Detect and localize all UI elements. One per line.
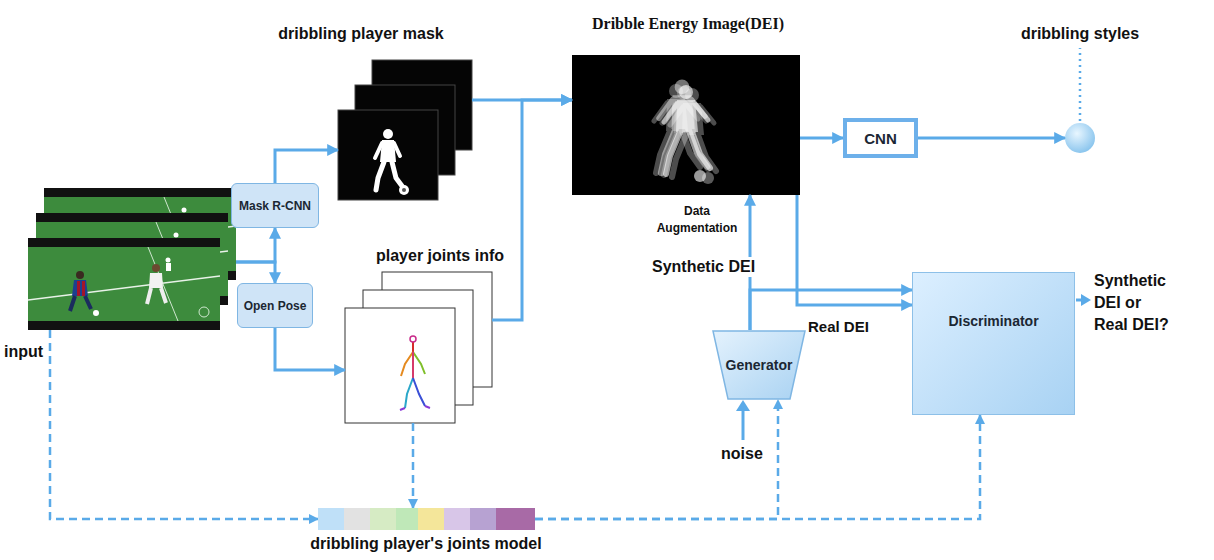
- mask-frames-part-part: [383, 129, 393, 139]
- annotation-label: noise: [721, 444, 763, 464]
- node-text: Open Pose: [244, 299, 307, 313]
- dashed-connector: [412, 423, 415, 508]
- input-frames-part-part: [152, 264, 160, 272]
- joints-frames-part: [345, 308, 455, 423]
- node-heading: dribbling player's joints model: [310, 534, 541, 553]
- noise-arrow-part: [736, 400, 750, 411]
- cnn-box: CNN: [843, 118, 918, 158]
- energy-image-part: [664, 85, 710, 174]
- process-box: Mask R-CNN: [231, 183, 319, 228]
- energy-image-part-part: [664, 85, 710, 174]
- node-text: Generator: [726, 357, 793, 373]
- mask-frames-part-part: [375, 143, 400, 158]
- output-circle: dribbling styles: [1065, 123, 1095, 153]
- output-arrow-part: [1081, 294, 1091, 306]
- trapezoid-outline: [713, 331, 805, 399]
- flow-arrow: [275, 328, 345, 370]
- input-frames-part-part: [76, 271, 84, 279]
- energy-image-part: [572, 55, 800, 195]
- input-frames-part-part: [149, 273, 163, 288]
- flow-arrow: [492, 100, 572, 320]
- mask-frames-part: [338, 110, 438, 200]
- energy-image: [572, 55, 800, 195]
- input-frames: input: [28, 188, 236, 330]
- edge-label: Real DEI: [808, 318, 903, 336]
- node-heading: player joints info: [376, 246, 504, 265]
- mask-stack: dribbling player mask: [338, 60, 472, 200]
- joints-frames-part-part: [412, 352, 414, 378]
- joints-stack: player joints info: [345, 272, 492, 423]
- input-frames-part-part: [93, 310, 99, 316]
- input-frames-part-part: [77, 281, 85, 296]
- flow-arrow: [275, 150, 338, 183]
- joints-frames: [345, 272, 492, 423]
- joints-frames-part-part: [401, 352, 413, 376]
- joints-model-bar: dribbling player's joints model: [318, 508, 535, 530]
- dashed-connector: [535, 400, 778, 519]
- node-text: Mask R-CNN: [239, 199, 311, 213]
- node-heading: input: [4, 342, 43, 361]
- flow-arrow: [236, 228, 275, 262]
- mask-frames-part-part: [376, 162, 402, 190]
- joints-frames-part-part: [410, 336, 416, 342]
- energy-image-part: [702, 172, 714, 184]
- noise-arrow-part: [742, 410, 745, 440]
- input-frames-part: [28, 238, 220, 330]
- node-text: CNN: [864, 130, 897, 147]
- input-frames-part-part: [72, 280, 88, 296]
- style-output: [1065, 48, 1095, 153]
- style-output-part: [1079, 48, 1082, 121]
- dashed-connector: [50, 330, 318, 519]
- joints-frames-part-part: [345, 308, 455, 423]
- node-heading: dribbling styles: [1021, 24, 1139, 43]
- node-heading: Dribble Energy Image(DEI): [592, 14, 784, 33]
- joints-frames-part-part: [400, 406, 430, 410]
- output-arrow: [1076, 294, 1091, 306]
- joints-frames-part-part: [413, 352, 425, 374]
- style-output-part: [1065, 123, 1095, 153]
- process-box: Open Pose: [237, 283, 313, 328]
- input-frames: [28, 188, 236, 330]
- joints-frames-part-part: [405, 378, 413, 408]
- annotation-label: Synthetic DEI: [650, 257, 757, 277]
- joints-frames-part-part: [413, 378, 425, 406]
- mask-frames-part-part: [338, 110, 438, 200]
- input-frames-part-part: [70, 296, 91, 311]
- node-text: Discriminator: [948, 313, 1038, 329]
- mask-frames-part-part: [402, 188, 406, 192]
- flow-arrow: [800, 137, 843, 140]
- generator-trapezoid: Generator: [712, 330, 806, 400]
- energy-image: Dribble Energy Image(DEI): [572, 55, 800, 195]
- joints-frames-part-part: [412, 342, 414, 352]
- flow-arrow: [797, 195, 912, 305]
- node-heading: dribbling player mask: [278, 24, 443, 43]
- mask-frames-part-part: [399, 185, 409, 195]
- dashed-connector: [535, 415, 980, 519]
- flow-arrow: [918, 137, 1065, 140]
- flow-arrow: [236, 262, 275, 283]
- edge-label: Data Augmentation: [652, 203, 742, 237]
- annotation-label: Synthetic DEI or Real DEI?: [1094, 270, 1176, 336]
- input-frames-part-part: [28, 238, 220, 330]
- mask-frames: [338, 60, 472, 200]
- noise-arrow: [736, 400, 750, 440]
- discriminator-box: Discriminator: [912, 272, 1075, 415]
- input-frames-part-part: [147, 288, 166, 304]
